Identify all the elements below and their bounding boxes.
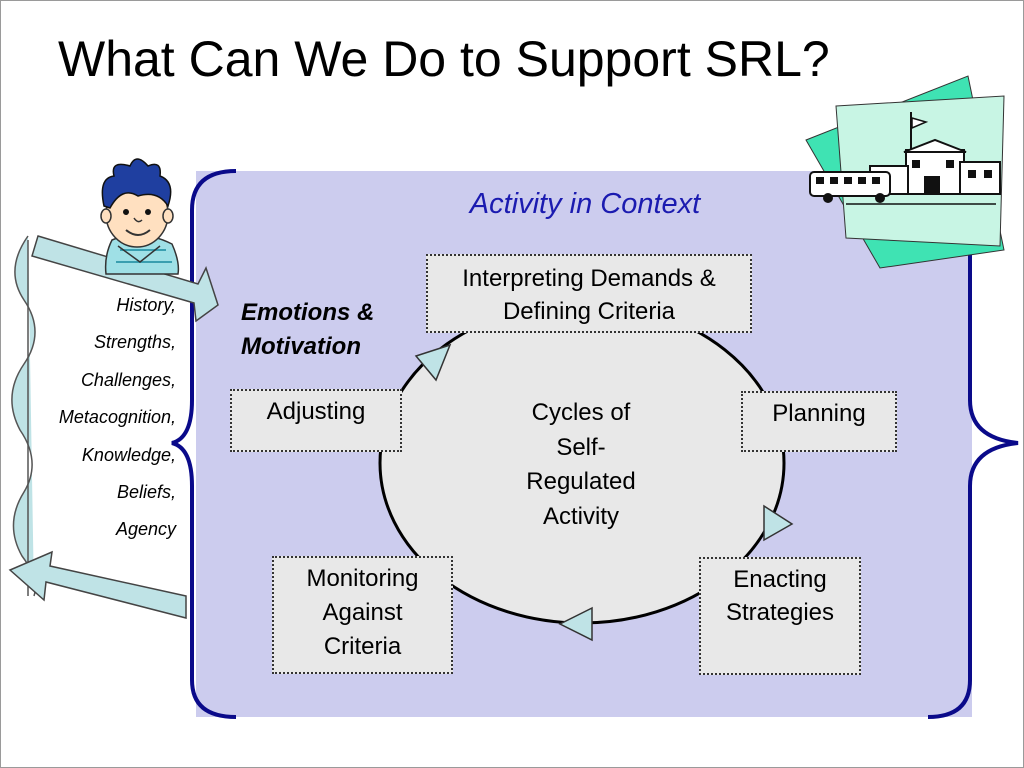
- learner-attribute: Knowledge,: [81, 444, 176, 465]
- school-bus-clipart: [805, 75, 1005, 269]
- cycle-label-line: Cycles of: [531, 399, 631, 426]
- slide-title: What Can We Do to Support SRL?: [58, 31, 830, 87]
- step-label-line: Strategies: [725, 599, 835, 626]
- cycle-label-line: Self-: [556, 433, 606, 461]
- learner-attributes-list: History, Strengths, Challenges, Metacogn…: [20, 287, 176, 549]
- learner-to-context-arrow: [31, 235, 219, 323]
- step-enacting-strategies: Enacting Strategies: [699, 557, 861, 675]
- emotions-label-line: Motivation: [241, 333, 361, 360]
- step-label-line: Monitoring: [306, 565, 419, 592]
- step-planning: Planning: [741, 391, 897, 452]
- learner-attribute: Strengths,: [93, 332, 176, 353]
- activity-context-title: Activity in Context: [469, 188, 701, 220]
- step-adjusting: Adjusting: [230, 389, 402, 452]
- student-clipart: [100, 158, 180, 275]
- context-left-brace: [171, 169, 237, 719]
- step-label-line: Against: [322, 599, 403, 626]
- learner-attribute: Metacognition,: [58, 407, 176, 428]
- learner-attribute: Challenges,: [80, 369, 176, 390]
- cycle-label-line: Regulated: [526, 468, 636, 495]
- learner-wavy-brace: [11, 235, 37, 597]
- cycle-arrowhead-planning-to-enacting: [763, 504, 794, 542]
- cycle-arrowhead-enacting-to-monitoring: [558, 606, 593, 642]
- cycle-arrowhead-adjusting-to-interpreting: [414, 343, 452, 382]
- step-label-line: Criteria: [323, 633, 402, 660]
- learner-attribute: History,: [116, 295, 176, 315]
- step-label-line: Interpreting Demands &: [462, 265, 716, 292]
- cycle-center-label: Cycles of Self- Regulated Activity: [496, 396, 666, 534]
- step-label-line: Adjusting: [266, 398, 366, 425]
- emotions-motivation-label: Emotions & Motivation: [241, 296, 374, 364]
- context-to-learner-arrow: [8, 550, 187, 619]
- learner-attribute: Beliefs,: [116, 481, 176, 502]
- emotions-label-line: Emotions &: [241, 299, 375, 326]
- step-label-line: Enacting: [733, 566, 827, 593]
- step-label-line: Planning: [772, 400, 866, 427]
- step-monitoring-against-criteria: Monitoring Against Criteria: [272, 556, 453, 674]
- step-interpreting-demands: Interpreting Demands & Defining Criteria: [426, 254, 752, 333]
- learner-attribute: Agency: [115, 519, 176, 540]
- cycle-label-line: Activity: [542, 502, 619, 530]
- step-label-line: Defining Criteria: [502, 298, 676, 325]
